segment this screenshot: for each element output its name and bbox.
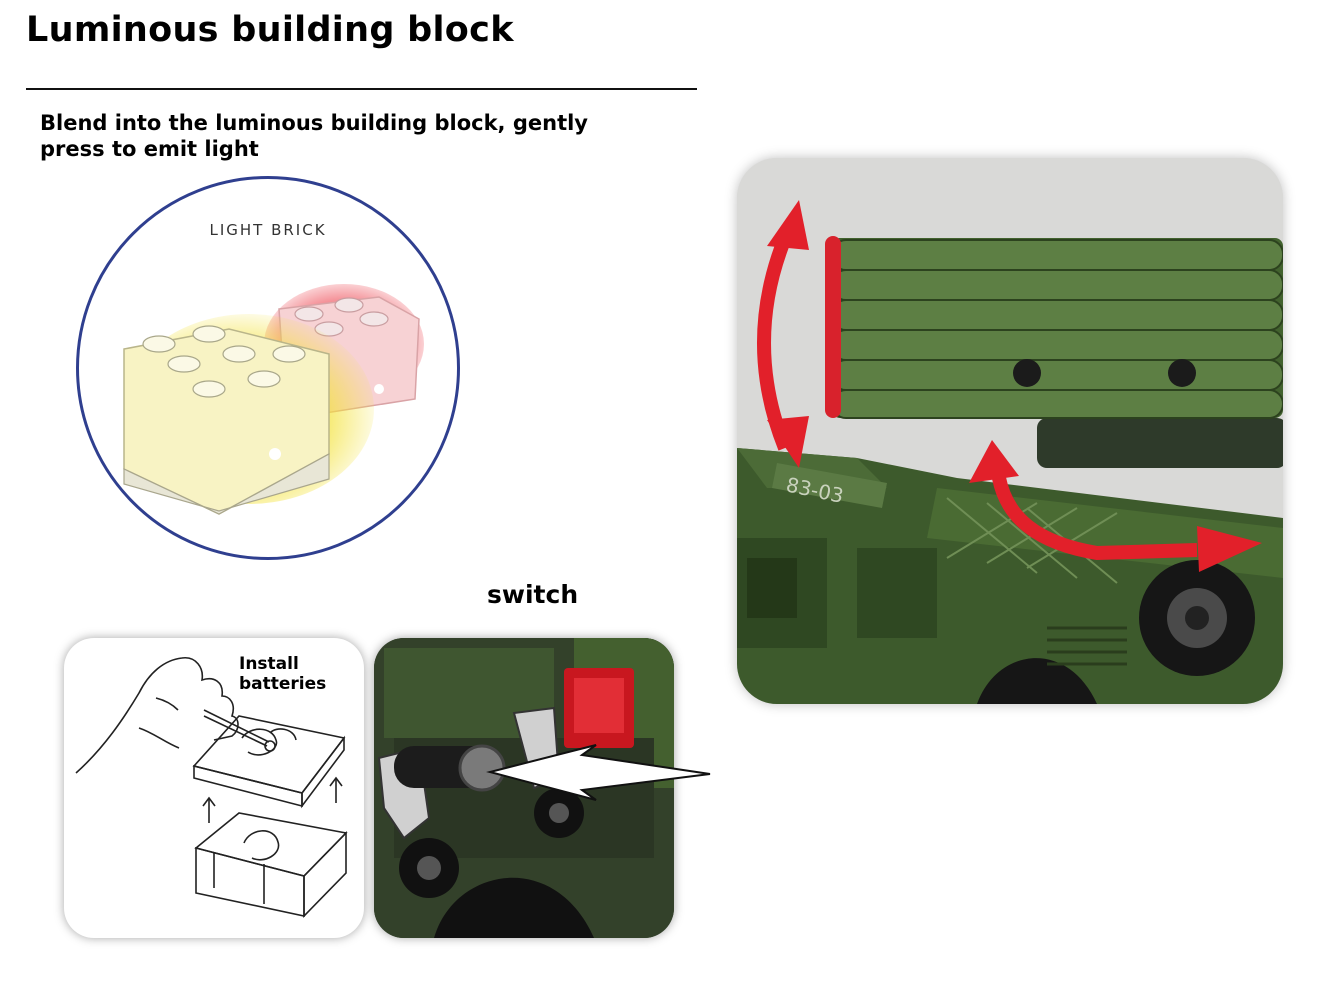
rocket-launcher-drawing: 83-03 bbox=[737, 158, 1283, 704]
light-brick-drawing bbox=[123, 284, 424, 515]
page-subtitle: Blend into the luminous building block, … bbox=[40, 111, 588, 161]
battery-install-drawing bbox=[75, 657, 348, 918]
light-brick-illustration: LIGHT BRICK bbox=[76, 176, 460, 560]
page-title: Luminous building block bbox=[26, 10, 514, 50]
install-batteries-panel: Install batteries bbox=[64, 638, 364, 938]
light-brick-label: LIGHT BRICK bbox=[209, 221, 327, 239]
switch-label: switch bbox=[487, 580, 579, 609]
rocket-launcher-panel: 83-03 bbox=[737, 158, 1283, 704]
title-divider bbox=[26, 88, 697, 90]
install-batteries-label: Install batteries bbox=[239, 654, 327, 694]
